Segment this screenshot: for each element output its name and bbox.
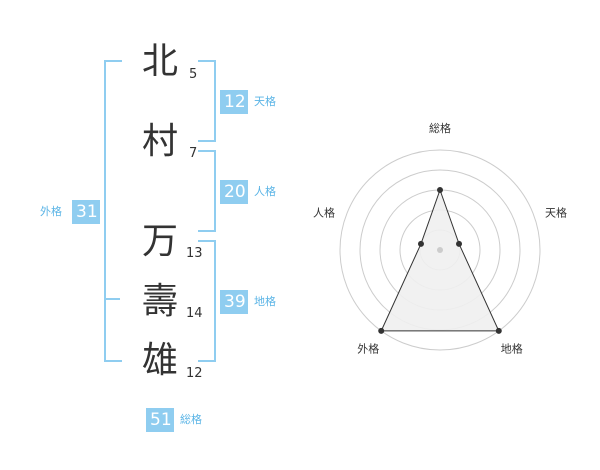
radar-axis-label-4: 外格 [357,342,379,356]
name-char-2: 村 [141,121,178,162]
gaikaku-label: 外格 [40,205,62,218]
radar-point-5 [417,240,424,247]
tenkaku-bracket [198,60,216,142]
stroke-count-2: 7 [189,146,198,161]
chikaku-value-badge: 39 [220,290,248,314]
name-char-1: 北 [141,41,178,82]
stroke-count-5: 12 [186,366,203,381]
chikaku-label: 地格 [254,295,276,308]
jinkaku-value-badge: 20 [220,180,248,204]
radar-point-4 [378,327,385,334]
jinkaku-bracket [198,150,216,232]
radar-axis-label-5: 人格 [313,205,335,219]
soukaku-label: 総格 [180,413,202,426]
gaikaku-connector [104,298,120,300]
tenkaku-value-badge: 12 [220,90,248,114]
radar-grid-ring [339,149,541,351]
chikaku-bracket [198,240,216,362]
radar-point-2 [456,240,463,247]
radar-score-polygon [380,188,500,332]
radar-point-3 [495,327,502,334]
stroke-count-1: 5 [189,67,198,82]
radar-axis-label-1: 総格 [429,121,451,135]
jinkaku-label: 人格 [254,185,276,198]
tenkaku-label: 天格 [254,95,276,108]
name-char-3: 万 [141,221,178,262]
radar-point-1 [437,187,443,193]
gaikaku-bracket [104,60,122,362]
name-char-5: 雄 [141,340,178,381]
gaikaku-value-badge: 31 [72,200,100,224]
name-char-4: 壽 [141,281,178,322]
radar-axis-label-3: 地格 [501,342,523,356]
radar-axis-label-2: 天格 [545,205,567,219]
soukaku-value-badge: 51 [146,408,174,432]
radar-center-point [437,247,443,253]
stroke-count-3: 13 [186,246,203,261]
stroke-count-4: 14 [186,306,203,321]
